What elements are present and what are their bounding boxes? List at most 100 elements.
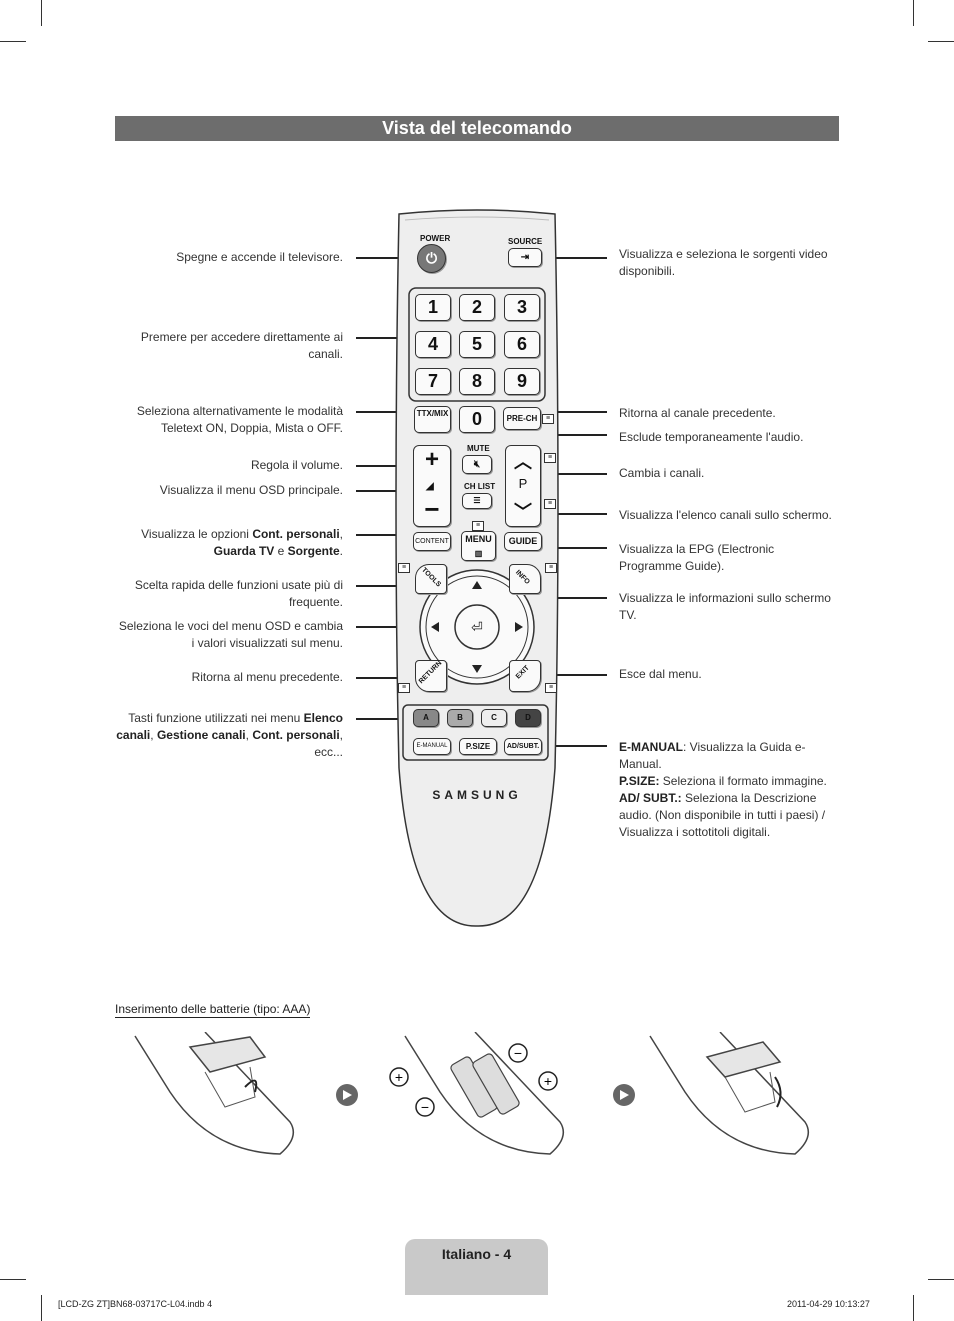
guide-button[interactable]: GUIDE	[504, 532, 542, 551]
svg-text:+: +	[544, 1073, 552, 1089]
label-chlist: Visualizza l'elenco canali sullo schermo…	[619, 508, 832, 522]
label-channel: Cambia i canali.	[619, 466, 705, 480]
step-arrow-icon	[336, 1084, 358, 1106]
nav-right-button[interactable]	[506, 609, 528, 645]
volume-rocker[interactable]: + ◢ −	[413, 445, 451, 527]
svg-text:+: +	[395, 1069, 403, 1085]
page-title: Vista del telecomando	[115, 116, 839, 141]
return-label: RETURN	[417, 659, 444, 686]
return-button[interactable]: RETURN	[415, 660, 447, 692]
leader-line	[356, 718, 404, 720]
ch-list-button[interactable]: ☰	[462, 493, 492, 509]
tools-label: TOOLS	[420, 566, 442, 589]
digit-7-button[interactable]: 7	[415, 368, 451, 395]
leader-line	[541, 597, 607, 599]
volume-up-icon: +	[424, 446, 439, 473]
label-color-keys: Tasti funzione utilizzati nei menu Elenc…	[116, 711, 343, 759]
source-icon: ⇥	[520, 252, 530, 263]
leader-line	[541, 411, 607, 413]
power-label: POWER	[420, 234, 451, 243]
label-emanual: E-MANUAL: Visualizza la Guida e-Manual. …	[619, 739, 834, 841]
chlist-label: CH LIST	[464, 482, 496, 491]
leader-line	[356, 585, 416, 587]
page-number-tab: Italiano - 4	[405, 1239, 548, 1295]
svg-text:−: −	[514, 1045, 522, 1061]
digit-0-button[interactable]: 0	[459, 406, 495, 433]
leader-line	[356, 465, 414, 467]
battery-step-3-illustration	[649, 1032, 810, 1155]
crop-mark	[913, 0, 914, 26]
info-button[interactable]: INFO	[509, 564, 541, 594]
emanual-desc: E-MANUAL: Visualizza la Guida e-Manual.	[619, 740, 806, 771]
info-teletext-icon: ≡	[545, 563, 557, 573]
digit-4-button[interactable]: 4	[415, 331, 451, 358]
color-button-a[interactable]: A	[413, 709, 439, 727]
leader-line	[356, 411, 414, 413]
color-button-c[interactable]: C	[481, 709, 507, 727]
menu-label: MENU	[465, 534, 492, 544]
power-icon: ⏻	[425, 250, 438, 266]
crop-mark	[0, 1279, 26, 1280]
power-button[interactable]: ⏻	[417, 244, 446, 273]
enter-button[interactable]: ⏎	[459, 609, 495, 645]
menu-icon: ▥	[474, 549, 483, 558]
crop-mark	[928, 41, 954, 42]
pre-ch-button[interactable]: PRE-CH	[503, 407, 541, 430]
crop-mark	[913, 1295, 914, 1321]
crop-mark	[41, 1295, 42, 1321]
ad-subt-button[interactable]: AD/SUBT.	[504, 738, 542, 755]
digit-6-button[interactable]: 6	[504, 331, 540, 358]
mute-label: MUTE	[467, 444, 490, 453]
p-size-button[interactable]: P.SIZE	[459, 738, 497, 755]
digit-8-button[interactable]: 8	[459, 368, 495, 395]
digit-5-button[interactable]: 5	[459, 331, 495, 358]
label-prech: Ritorna al canale precedente.	[619, 406, 776, 420]
color-button-d[interactable]: D	[515, 709, 541, 727]
enter-icon: ⏎	[471, 619, 483, 635]
exit-teletext-icon: ≡	[545, 683, 557, 693]
leader-line	[541, 547, 607, 549]
content-button[interactable]: CONTENT	[413, 532, 451, 551]
battery-step-1-illustration	[134, 1032, 295, 1155]
digit-2-button[interactable]: 2	[459, 294, 495, 321]
digit-1-button[interactable]: 1	[415, 294, 451, 321]
menu-button[interactable]: MENU ▥	[461, 531, 496, 561]
channel-rocker[interactable]: ︿ P ﹀	[505, 445, 541, 527]
digit-3-button[interactable]: 3	[504, 294, 540, 321]
nav-left-button[interactable]	[426, 609, 448, 645]
battery-step-2-illustration: + − − +	[389, 1032, 565, 1155]
channel-up-icon: ︿	[514, 452, 532, 472]
exit-button[interactable]: EXIT	[509, 660, 541, 692]
teletext-page-up-icon: ≡	[544, 453, 556, 463]
mute-icon: 🔇︎	[473, 459, 481, 470]
teletext-page-down-icon: ≡	[544, 499, 556, 509]
label-source: Visualizza e seleziona le sorgenti video…	[619, 247, 828, 278]
prech-teletext-icon: ≡	[542, 414, 554, 424]
volume-down-icon: −	[424, 494, 440, 524]
label-tools: Scelta rapida delle funzioni usate più d…	[134, 578, 343, 609]
digit-9-button[interactable]: 9	[504, 368, 540, 395]
menu-teletext-icon: ≡	[472, 521, 484, 531]
ttx-mix-button[interactable]: TTX/MIX	[414, 406, 451, 433]
volume-level-icon: ◢	[426, 481, 434, 492]
step-arrow-icon	[613, 1084, 635, 1106]
label-mute: Esclude temporaneamente l'audio.	[619, 430, 804, 444]
e-manual-button[interactable]: E-MANUAL	[413, 738, 451, 755]
leader-line	[549, 745, 607, 747]
nav-down-button[interactable]	[459, 656, 495, 678]
remote-control: POWER ⏻ SOURCE ⇥ 1 2 3 4 5 6 7 8 9 0 TTX…	[393, 208, 561, 928]
label-numbers: Premere per accedere direttamente ai can…	[140, 330, 343, 361]
channel-p-label: P	[518, 476, 528, 491]
nav-up-button[interactable]	[459, 576, 495, 598]
source-button[interactable]: ⇥	[508, 248, 542, 267]
samsung-logo: SAMSUNG	[432, 788, 522, 802]
leader-line	[356, 534, 410, 536]
color-button-b[interactable]: B	[447, 709, 473, 727]
label-navigation: Seleziona le voci del menu OSD e cambia …	[118, 619, 343, 650]
mute-button[interactable]: 🔇︎	[462, 455, 492, 474]
channel-down-icon: ﹀	[514, 502, 532, 522]
tools-button[interactable]: TOOLS	[415, 564, 447, 594]
label-guide: Visualizza la EPG (Electronic Programme …	[619, 542, 775, 573]
label-volume: Regola il volume.	[250, 458, 343, 472]
list-icon: ☰	[473, 496, 481, 505]
